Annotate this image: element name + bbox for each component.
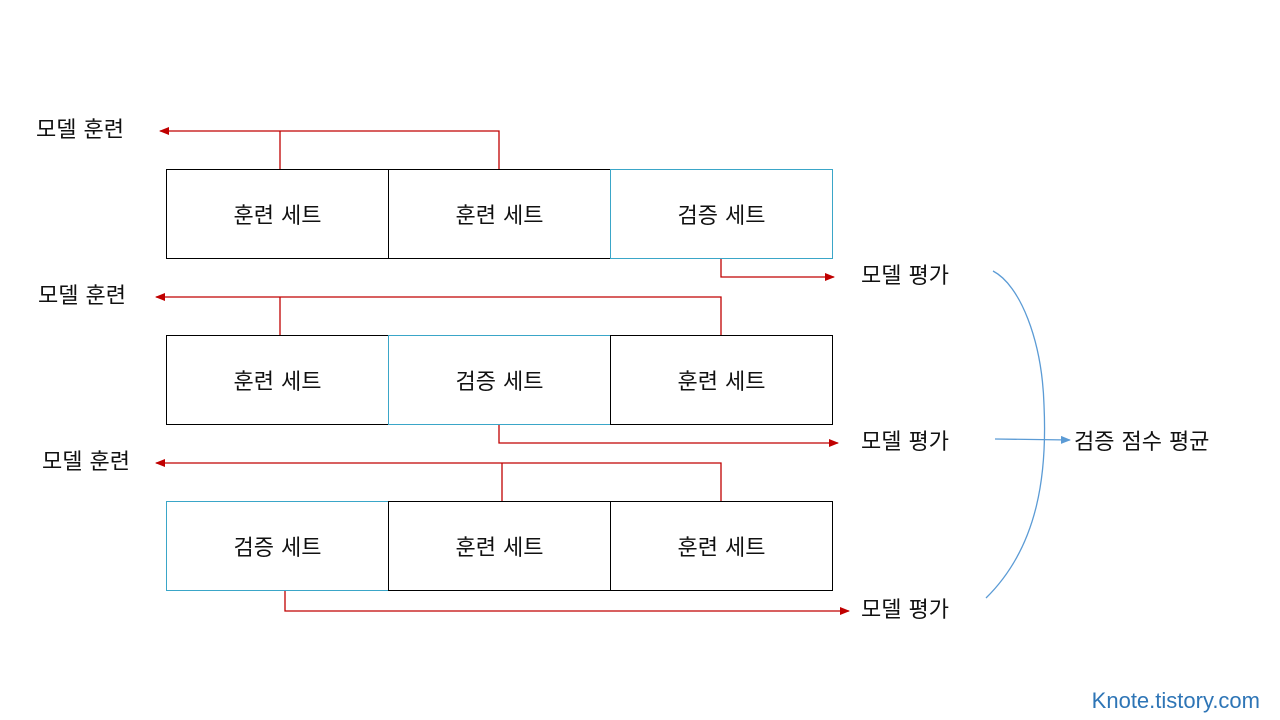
model-eval-label-2: 모델 평가 xyxy=(861,430,949,455)
model-eval-label-1: 모델 평가 xyxy=(861,264,949,289)
brace-bracket xyxy=(985,270,1046,599)
training-set-box: 훈련 세트 xyxy=(166,169,389,259)
train-arrow xyxy=(155,293,722,335)
watermark: Knote.tistory.com xyxy=(1091,688,1260,713)
training-set-box: 훈련 세트 xyxy=(610,335,833,425)
model-train-label-2: 모델 훈련 xyxy=(38,284,126,309)
eval-arrow xyxy=(284,591,850,615)
model-eval-label-3: 모델 평가 xyxy=(861,598,949,623)
validation-set-box: 검증 세트 xyxy=(166,501,389,591)
average-arrow xyxy=(994,435,1071,444)
model-train-label-3: 모델 훈련 xyxy=(42,450,130,475)
eval-arrow xyxy=(498,425,839,447)
model-train-label-1: 모델 훈련 xyxy=(36,118,124,143)
train-arrow xyxy=(159,127,500,169)
validation-set-box: 검증 세트 xyxy=(610,169,833,259)
eval-arrow xyxy=(720,259,835,281)
training-set-box: 훈련 세트 xyxy=(388,169,611,259)
training-set-box: 훈련 세트 xyxy=(610,501,833,591)
validation-score-average-label: 검증 점수 평균 xyxy=(1074,430,1210,455)
training-set-box: 훈련 세트 xyxy=(388,501,611,591)
train-arrow xyxy=(155,459,722,501)
training-set-box: 훈련 세트 xyxy=(166,335,389,425)
validation-set-box: 검증 세트 xyxy=(388,335,611,425)
